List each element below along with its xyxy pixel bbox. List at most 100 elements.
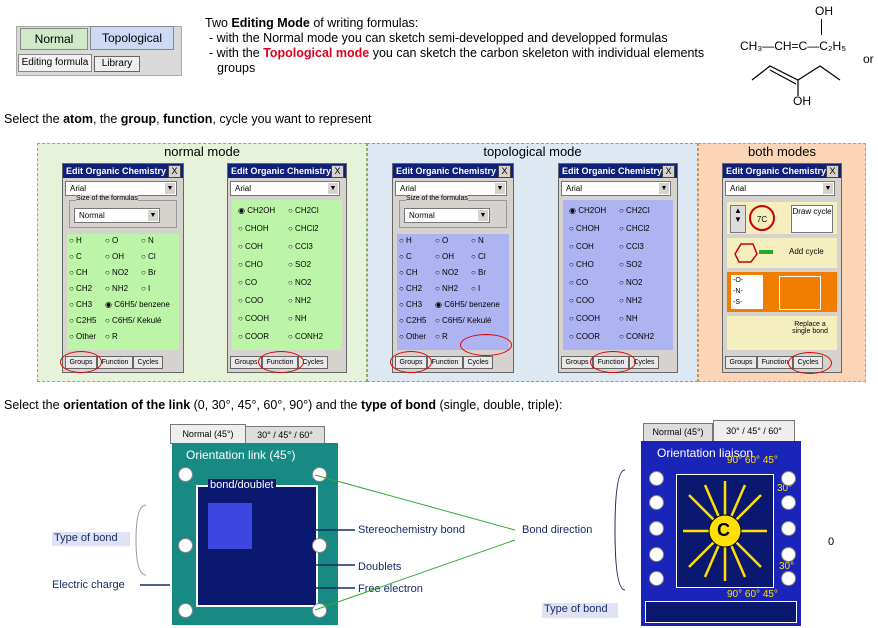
function-option[interactable]: ○ NH2: [619, 296, 643, 305]
function-option[interactable]: ○ NH2: [288, 296, 312, 305]
direction-hole[interactable]: [781, 471, 796, 486]
font-select[interactable]: Arial▼: [725, 181, 835, 196]
function-option[interactable]: ○ CHO: [238, 260, 263, 269]
function-option[interactable]: ○ CO: [238, 278, 258, 287]
group-option[interactable]: ○ Cl: [471, 252, 486, 261]
direction-hole[interactable]: [649, 471, 664, 486]
direction-hole[interactable]: [178, 467, 193, 482]
function-option[interactable]: ○ COOR: [238, 332, 270, 341]
function-option[interactable]: ○ COO: [238, 296, 264, 305]
function-option[interactable]: ○ CCl3: [619, 242, 644, 251]
tab-30-45-60[interactable]: 30° / 45° / 60°: [245, 426, 325, 444]
group-option[interactable]: ○ OH: [105, 252, 125, 261]
group-option[interactable]: ○ C: [399, 252, 412, 261]
stepper[interactable]: ▲▼: [730, 205, 746, 233]
group-option[interactable]: ○ O: [435, 236, 449, 245]
group-option[interactable]: ○ C2H5: [399, 316, 427, 325]
direction-hole[interactable]: [178, 603, 193, 618]
group-option[interactable]: ○ Cl: [141, 252, 156, 261]
group-option[interactable]: ○ N: [141, 236, 154, 245]
close-icon[interactable]: X: [826, 165, 839, 178]
group-option[interactable]: ○ I: [471, 284, 481, 293]
group-option[interactable]: ○ C6H5/ Kekulé: [435, 316, 492, 325]
tab-cycles[interactable]: Cycles: [133, 356, 163, 369]
function-option[interactable]: ◉ CH2OH: [238, 206, 276, 215]
function-option[interactable]: ○ SO2: [619, 260, 643, 269]
tab-30-45-60[interactable]: 30° / 45° / 60°: [713, 420, 795, 442]
group-option[interactable]: ◉ C6H5/ benzene: [435, 300, 500, 309]
add-cycle-row[interactable]: Add cycle: [727, 238, 837, 268]
function-option[interactable]: ○ CHCl2: [288, 224, 319, 233]
font-select[interactable]: Arial▼: [65, 181, 177, 196]
function-option[interactable]: ○ NO2: [619, 278, 643, 287]
function-option[interactable]: ○ CONH2: [619, 332, 655, 341]
normal-mode-button[interactable]: Normal: [20, 28, 88, 50]
tab-normal-45[interactable]: Normal (45°): [170, 424, 246, 444]
replace-bond-row[interactable]: Replace a single bond: [727, 316, 837, 350]
tab-function[interactable]: Function: [757, 356, 793, 369]
topological-mode-button[interactable]: Topological: [90, 26, 174, 50]
group-option[interactable]: ○ R: [435, 332, 448, 341]
group-option[interactable]: ○ CH2: [69, 284, 93, 293]
function-option[interactable]: ○ COH: [238, 242, 263, 251]
font-select[interactable]: Arial▼: [395, 181, 507, 196]
close-icon[interactable]: X: [498, 165, 511, 178]
tab-cycles[interactable]: Cycles: [629, 356, 659, 369]
function-option[interactable]: ○ CH2Cl: [288, 206, 319, 215]
size-select[interactable]: Normal▼: [74, 208, 160, 223]
function-option[interactable]: ○ CHOH: [569, 224, 600, 233]
group-option[interactable]: ○ Other: [399, 332, 427, 341]
group-option[interactable]: ○ H: [69, 236, 82, 245]
function-option[interactable]: ○ CHCl2: [619, 224, 650, 233]
group-option[interactable]: ○ CH: [69, 268, 88, 277]
tab-groups[interactable]: Groups: [230, 356, 262, 369]
function-option[interactable]: ◉ CH2OH: [569, 206, 607, 215]
font-select[interactable]: Arial▼: [561, 181, 671, 196]
direction-hole[interactable]: [649, 495, 664, 510]
group-option[interactable]: ○ I: [141, 284, 151, 293]
function-option[interactable]: ○ CO: [569, 278, 589, 287]
direction-hole[interactable]: [649, 547, 664, 562]
group-option[interactable]: ○ C: [69, 252, 82, 261]
group-option[interactable]: ○ N: [471, 236, 484, 245]
bond-type-buttons[interactable]: [208, 503, 252, 549]
function-option[interactable]: ○ SO2: [288, 260, 312, 269]
group-option[interactable]: ○ CH: [399, 268, 418, 277]
function-option[interactable]: ○ COH: [569, 242, 594, 251]
group-option[interactable]: ○ Br: [141, 268, 157, 277]
direction-grid[interactable]: C: [676, 474, 774, 588]
direction-hole[interactable]: [312, 467, 327, 482]
tab-groups[interactable]: Groups: [725, 356, 757, 369]
bond-type-selector[interactable]: [645, 601, 797, 623]
group-option[interactable]: ○ C2H5: [69, 316, 97, 325]
function-option[interactable]: ○ COOH: [238, 314, 270, 323]
direction-hole[interactable]: [781, 571, 796, 586]
hetero-cycle-preview[interactable]: [779, 276, 821, 310]
direction-hole[interactable]: [781, 521, 796, 536]
function-option[interactable]: ○ CONH2: [288, 332, 324, 341]
function-option[interactable]: ○ NH: [619, 314, 638, 323]
close-icon[interactable]: X: [331, 165, 344, 178]
group-option[interactable]: ◉ C6H5/ benzene: [105, 300, 170, 309]
group-option[interactable]: ○ Br: [471, 268, 487, 277]
group-option[interactable]: ○ NO2: [105, 268, 129, 277]
group-option[interactable]: ○ CH3: [399, 300, 423, 309]
group-option[interactable]: ○ NO2: [435, 268, 459, 277]
tab-library[interactable]: Library: [94, 56, 140, 72]
function-option[interactable]: ○ CCl3: [288, 242, 313, 251]
direction-hole[interactable]: [781, 547, 796, 562]
group-option[interactable]: ○ NH2: [435, 284, 459, 293]
direction-hole[interactable]: [649, 571, 664, 586]
group-option[interactable]: ○ OH: [435, 252, 455, 261]
group-option[interactable]: ○ Other: [69, 332, 97, 341]
tab-normal-45[interactable]: Normal (45°): [643, 423, 713, 442]
function-option[interactable]: ○ NO2: [288, 278, 312, 287]
close-icon[interactable]: X: [168, 165, 181, 178]
function-option[interactable]: ○ COO: [569, 296, 595, 305]
tab-groups[interactable]: Groups: [561, 356, 593, 369]
function-option[interactable]: ○ CH2Cl: [619, 206, 650, 215]
size-select[interactable]: Normal▼: [404, 208, 490, 223]
direction-hole[interactable]: [781, 495, 796, 510]
function-option[interactable]: ○ NH: [288, 314, 307, 323]
function-option[interactable]: ○ CHOH: [238, 224, 269, 233]
